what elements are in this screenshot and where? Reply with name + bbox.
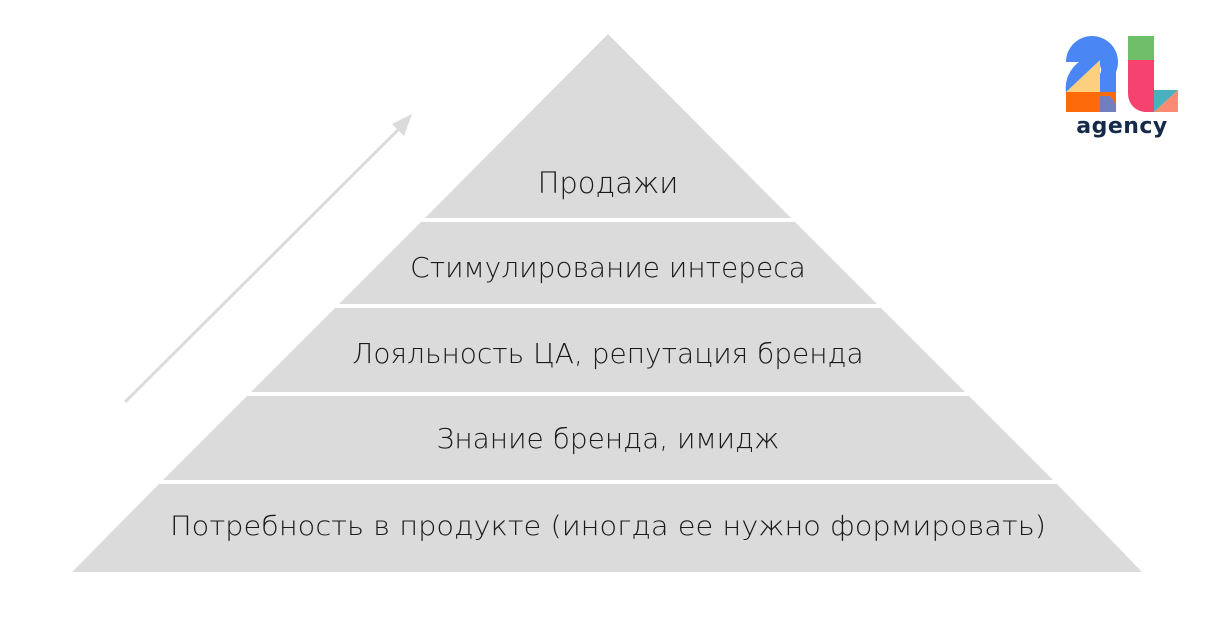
level-1-label: Продажи: [538, 166, 679, 200]
pyramid-level-1: Продажи: [425, 34, 791, 218]
pyramid-level-2: Стимулирование интереса: [339, 222, 877, 304]
logo-text: agency: [1076, 114, 1168, 139]
logo-l-mark-icon: [1128, 36, 1178, 112]
agency-logo: [1065, 36, 1178, 112]
level-2-label: Стимулирование интереса: [410, 251, 806, 284]
logo-two-mark-icon: [1065, 36, 1118, 112]
level-4-label: Знание бренда, имидж: [437, 422, 780, 455]
pyramid-level-4: Знание бренда, имидж: [163, 396, 1053, 480]
pyramid-level-3: Лояльность ЦА, репутация бренда: [251, 308, 965, 392]
level-5-label: Потребность в продукте (иногда ее нужно …: [170, 511, 1046, 542]
pyramid-level-5: Потребность в продукте (иногда ее нужно …: [72, 484, 1142, 572]
growth-arrow-icon: [123, 114, 412, 404]
level-3-label: Лояльность ЦА, репутация бренда: [352, 337, 863, 370]
